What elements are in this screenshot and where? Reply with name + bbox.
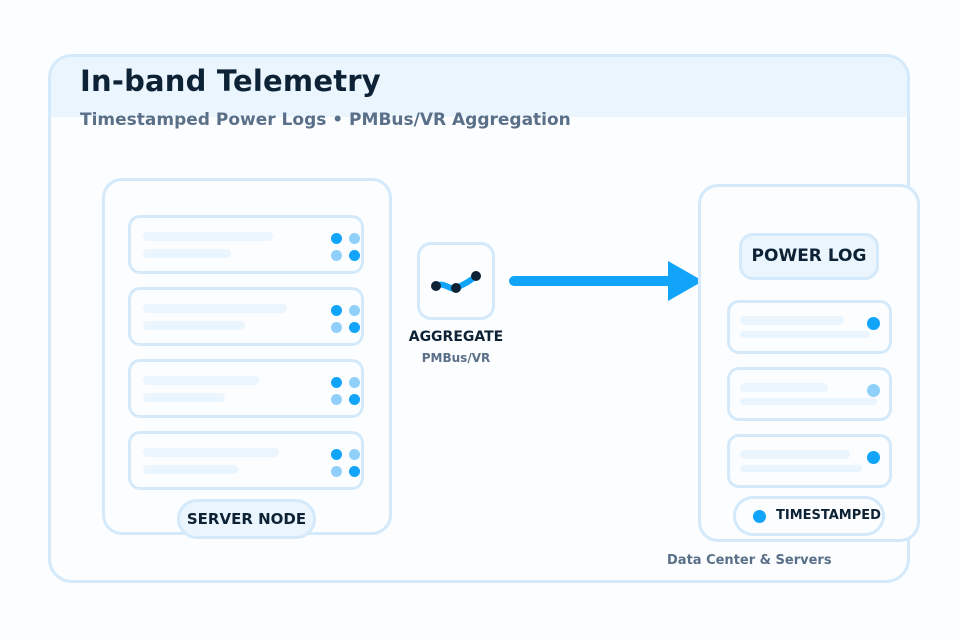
aggregate-node bbox=[417, 242, 495, 320]
status-led bbox=[331, 322, 342, 333]
status-led bbox=[331, 233, 342, 244]
page-title: In-band Telemetry bbox=[80, 64, 381, 98]
status-led bbox=[349, 449, 360, 460]
rack-label-bar bbox=[143, 465, 238, 474]
server-rack-unit bbox=[128, 431, 364, 490]
arrow-right-icon bbox=[509, 261, 703, 301]
timestamp-dot-icon bbox=[753, 510, 766, 523]
status-led bbox=[331, 449, 342, 460]
trend-line-icon bbox=[431, 271, 481, 293]
status-led bbox=[349, 305, 360, 316]
status-led bbox=[349, 466, 360, 477]
page-subtitle: Timestamped Power Logs • PMBus/VR Aggreg… bbox=[80, 110, 571, 130]
timestamped-badge: TIMESTAMPED bbox=[733, 496, 885, 536]
rack-label-bar bbox=[143, 376, 259, 385]
status-led bbox=[331, 466, 342, 477]
aggregate-label: AGGREGATE bbox=[408, 329, 504, 345]
entry-text-bar bbox=[740, 331, 870, 338]
log-entry bbox=[727, 434, 892, 488]
entry-status-dot bbox=[867, 451, 880, 464]
rack-label-bar bbox=[143, 232, 273, 241]
rack-label-bar bbox=[143, 304, 287, 313]
entry-text-bar bbox=[740, 450, 850, 459]
entry-status-dot bbox=[867, 384, 880, 397]
status-led bbox=[331, 377, 342, 388]
status-led bbox=[349, 322, 360, 333]
timestamped-label: TIMESTAMPED bbox=[776, 508, 881, 523]
entry-text-bar bbox=[740, 316, 844, 325]
footer-caption: Data Center & Servers bbox=[667, 553, 832, 568]
server-rack-unit bbox=[128, 287, 364, 346]
status-led bbox=[331, 394, 342, 405]
rack-label-bar bbox=[143, 393, 225, 402]
server-rack-unit bbox=[128, 215, 364, 274]
log-entry bbox=[727, 300, 892, 354]
status-led bbox=[331, 305, 342, 316]
status-led bbox=[349, 233, 360, 244]
entry-status-dot bbox=[867, 317, 880, 330]
rack-label-bar bbox=[143, 448, 279, 457]
entry-text-bar bbox=[740, 383, 828, 392]
status-led bbox=[349, 377, 360, 388]
rack-label-bar bbox=[143, 249, 231, 258]
entry-text-bar bbox=[740, 398, 877, 405]
power-log-title: POWER LOG bbox=[739, 233, 879, 280]
rack-label-bar bbox=[143, 321, 245, 330]
aggregate-sublabel: PMBus/VR bbox=[421, 351, 491, 365]
log-entry bbox=[727, 367, 892, 421]
header-band bbox=[51, 57, 907, 117]
entry-text-bar bbox=[740, 465, 862, 472]
server-node-label: SERVER NODE bbox=[177, 499, 316, 539]
status-led bbox=[349, 394, 360, 405]
status-led bbox=[349, 250, 360, 261]
server-rack-unit bbox=[128, 359, 364, 418]
status-led bbox=[331, 250, 342, 261]
